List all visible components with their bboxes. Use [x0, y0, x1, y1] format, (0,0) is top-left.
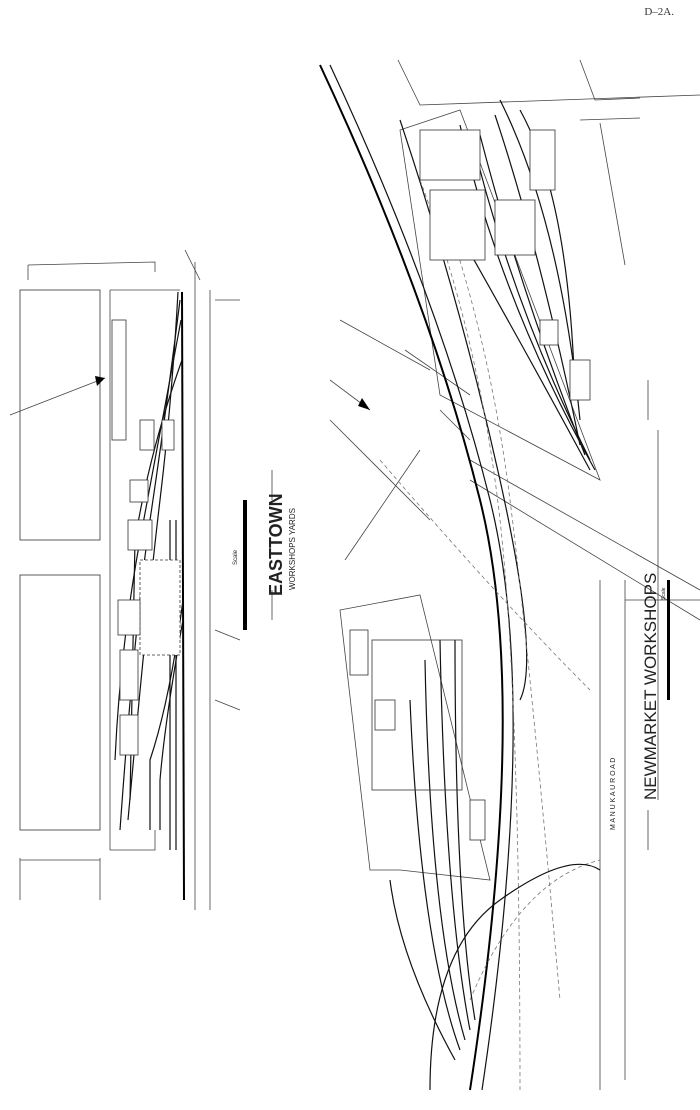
scale-bar [243, 500, 247, 630]
scale-label: Scale [233, 549, 239, 565]
proposed-track [439, 199, 561, 1001]
siding-track [454, 639, 476, 1021]
street-edge [329, 319, 431, 561]
siding-track [479, 134, 586, 456]
eastport-road-edge [194, 262, 211, 910]
siding-track [389, 879, 456, 1061]
city-block [19, 574, 101, 831]
sheet-reference: D–2A. [644, 6, 674, 18]
main-line-track [329, 64, 514, 1091]
siding-track [494, 114, 581, 446]
scale-bar [667, 580, 670, 700]
building [129, 479, 149, 503]
building [127, 519, 153, 551]
building [469, 799, 486, 841]
street-edge [579, 59, 641, 101]
carriage-shed [139, 559, 181, 656]
siding-track [424, 659, 466, 1041]
street-edge [579, 117, 641, 266]
main-line-track [181, 291, 185, 901]
workshop-boundary [399, 109, 601, 481]
scale-label: Scale [661, 587, 667, 600]
building [539, 319, 559, 346]
building [139, 419, 155, 451]
siding-track [439, 639, 471, 1031]
street-edge [19, 858, 101, 900]
street-edge [397, 59, 700, 106]
yard-boundary [109, 290, 156, 851]
street-edge [404, 349, 471, 441]
street-edge [27, 261, 156, 280]
building [119, 714, 139, 756]
workshop-building [494, 199, 536, 256]
siding-track [409, 699, 461, 1051]
north-arrow-icon [9, 377, 106, 416]
building [569, 359, 591, 401]
branch-track [429, 863, 601, 1091]
traverser [374, 699, 396, 731]
easttown-plan: Scale EASTTOWN WORKSHOPS YARDS [9, 249, 297, 910]
manukau-road-label: M A N U K A U R O A D [610, 758, 617, 830]
workshop-building [429, 189, 486, 261]
easttown-title: EASTTOWN [266, 493, 286, 596]
north-arrow-head-icon [95, 376, 105, 386]
main-line-track [319, 64, 504, 1091]
easttown-subtitle: WORKSHOPS YARDS [288, 508, 297, 590]
building [349, 629, 369, 676]
north-arrow-head-icon [358, 398, 370, 410]
workshop-building [419, 129, 481, 181]
erecting-shop [371, 639, 463, 791]
street-edge [184, 249, 241, 711]
building [161, 419, 175, 451]
newmarket-plan: M A N U K A U R O A D NEWMARKET WORKSHOP… [319, 59, 700, 1091]
building [119, 649, 139, 701]
siding-track [469, 129, 591, 461]
siding-track [127, 291, 179, 821]
street-edge [469, 459, 700, 621]
building [117, 599, 141, 636]
manukau-road-edge [599, 580, 700, 1090]
newmarket-title: NEWMARKET WORKSHOPS [641, 573, 660, 800]
proposed-track [379, 459, 591, 691]
shops-boundary [339, 594, 491, 881]
proposed-track [469, 859, 601, 1001]
shed [111, 319, 127, 441]
proposed-track [419, 179, 521, 1091]
city-block [19, 289, 101, 541]
workshop-building [529, 129, 556, 191]
